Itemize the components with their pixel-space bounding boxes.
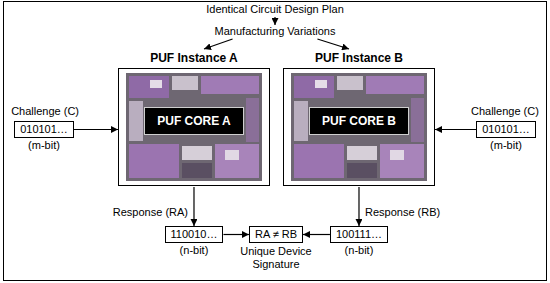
node-text: (m-bit) bbox=[490, 139, 522, 152]
node-text: Unique Device Signature bbox=[226, 245, 326, 271]
node-text: 010101… bbox=[20, 123, 68, 136]
chip-die-b bbox=[291, 73, 427, 181]
node-label: PUF Instance B bbox=[274, 51, 444, 66]
node-label: PUF CORE A bbox=[157, 114, 231, 128]
challenge-box: Challenge (C)010101…(m-bit) bbox=[14, 121, 74, 138]
puf-core-box: PUF CORE B bbox=[309, 107, 409, 135]
arrow-connector bbox=[358, 187, 359, 226]
node-text: (n-bit) bbox=[180, 244, 209, 257]
node-label: Challenge (C) bbox=[11, 105, 79, 118]
node-label: Response (RB) bbox=[365, 206, 440, 219]
puf-instance-box: PUF Instance APUF CORE A bbox=[118, 68, 270, 186]
node-text: 110010… bbox=[171, 228, 218, 241]
outer-frame bbox=[4, 2, 547, 281]
arrow-connector bbox=[193, 187, 194, 226]
node-text: (n-bit) bbox=[345, 244, 374, 257]
node-label: Challenge (C) bbox=[471, 105, 539, 118]
arrow-connector bbox=[274, 17, 275, 25]
node-text: (m-bit) bbox=[28, 139, 60, 152]
challenge-box: Challenge (C)010101…(m-bit) bbox=[476, 121, 536, 138]
puf-instance-box: PUF Instance BPUF CORE B bbox=[283, 68, 435, 186]
puf-core-box: PUF CORE A bbox=[144, 107, 244, 135]
chip-die-a bbox=[126, 73, 262, 181]
node-label: PUF CORE B bbox=[322, 114, 396, 128]
arrow-connector bbox=[74, 129, 118, 130]
signature-box: RA ≠ RBUnique Device Signature bbox=[249, 226, 303, 243]
arrow-connector bbox=[223, 234, 249, 235]
node-label: Identical Circuit Design Plan bbox=[206, 3, 344, 16]
node-label: Response (RA) bbox=[113, 206, 188, 219]
arrow-connector bbox=[204, 39, 233, 49]
node-label: RA ≠ RB bbox=[255, 228, 297, 241]
node-label: Manufacturing Variations bbox=[215, 25, 336, 38]
flow-step: Identical Circuit Design Plan bbox=[204, 3, 346, 16]
node-text: 100111… bbox=[336, 228, 382, 241]
response-box: Response (RA)110010…(n-bit) bbox=[165, 226, 224, 243]
arrow-connector bbox=[317, 39, 349, 49]
node-text: 010101… bbox=[482, 123, 530, 136]
arrow-connector bbox=[435, 129, 476, 130]
flow-step: Manufacturing Variations bbox=[213, 25, 338, 38]
response-box: Response (RB)100111…(n-bit) bbox=[330, 226, 388, 243]
node-label: PUF Instance A bbox=[109, 51, 279, 66]
arrow-connector bbox=[303, 234, 330, 235]
